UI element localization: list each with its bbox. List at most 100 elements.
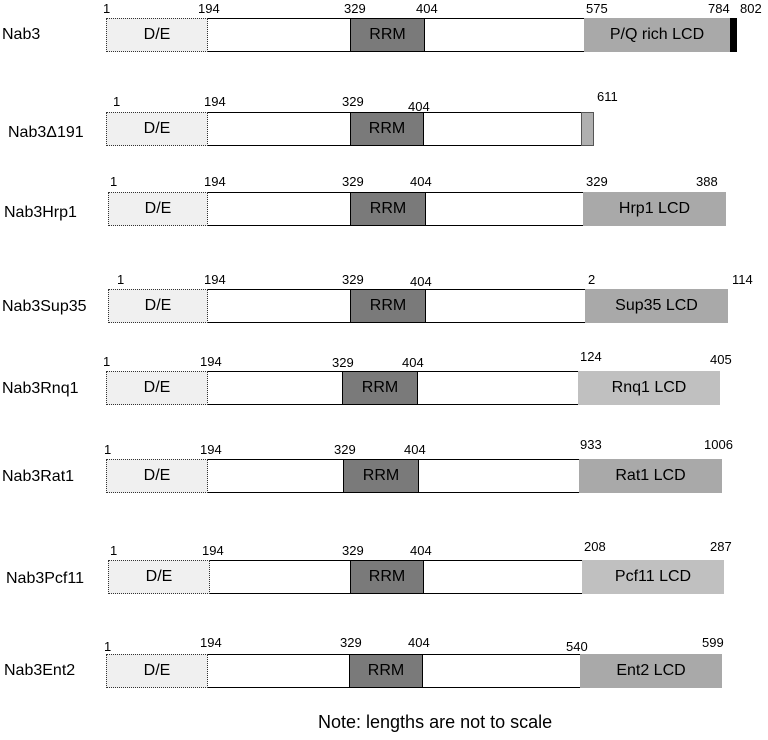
lcd-domain: Ent2 LCD — [580, 654, 722, 688]
position-number: 404 — [410, 274, 432, 289]
position-number: 194 — [204, 272, 226, 287]
de-domain: D/E — [106, 371, 208, 405]
rrm-label: RRM — [369, 26, 406, 43]
lcd-domain: Sup35 LCD — [585, 289, 728, 323]
construct-nab3ent2: Nab3Ent2 D/E RRM Ent2 LCD 1 194 329 404 … — [0, 628, 768, 708]
position-number: 1 — [103, 1, 111, 16]
de-domain: D/E — [106, 459, 208, 493]
construct-name: Nab3Hrp1 — [4, 204, 77, 221]
construct-nab3rat1: Nab3Rat1 D/E RRM Rat1 LCD 1 194 329 404 … — [0, 438, 768, 518]
lcd-remnant — [581, 112, 594, 146]
de-label: D/E — [143, 379, 171, 396]
position-number: 1 — [110, 543, 118, 558]
position-number: 802 — [740, 1, 762, 16]
rrm-label: RRM — [368, 120, 406, 137]
de-label: D/E — [145, 568, 173, 585]
rrm-domain: RRM — [350, 112, 424, 146]
rrm-domain: RRM — [350, 18, 425, 52]
de-label: D/E — [143, 467, 171, 484]
position-number: 784 — [708, 1, 730, 16]
position-number: 329 — [334, 442, 356, 457]
position-number: 2 — [588, 272, 596, 287]
de-domain: D/E — [108, 289, 208, 323]
construct-name: Nab3Rat1 — [2, 468, 75, 485]
rrm-domain: RRM — [343, 459, 419, 493]
position-number: 329 — [340, 635, 362, 650]
construct-nab3rnq1: Nab3Rnq1 D/E RRM Rnq1 LCD 1 194 329 404 … — [0, 350, 768, 430]
lcd-label: Hrp1 LCD — [618, 200, 691, 217]
position-number: 208 — [584, 539, 606, 554]
lcd-domain: Rat1 LCD — [579, 459, 722, 493]
position-number: 404 — [408, 635, 430, 650]
position-number: 329 — [342, 94, 364, 109]
position-number: 404 — [404, 442, 426, 457]
rrm-label: RRM — [367, 662, 405, 679]
position-number: 1 — [104, 442, 112, 457]
construct-nab3hrp1: Nab3Hrp1 D/E RRM Hrp1 LCD 1 194 329 404 … — [0, 170, 768, 250]
position-number: 194 — [202, 543, 224, 558]
position-number: 1 — [117, 272, 125, 287]
position-number: 194 — [204, 174, 226, 189]
rrm-label: RRM — [362, 467, 400, 484]
position-number: 329 — [344, 1, 366, 16]
position-number: 329 — [342, 543, 364, 558]
scale-note: Note: lengths are not to scale — [318, 712, 553, 732]
de-domain: D/E — [106, 654, 208, 688]
de-domain: D/E — [108, 192, 208, 226]
construct-name: Nab3Pcf11 — [6, 570, 84, 587]
terminal-segment — [730, 18, 737, 52]
rrm-domain: RRM — [349, 654, 423, 688]
lcd-label: Rat1 LCD — [615, 467, 686, 484]
lcd-label: Rnq1 LCD — [611, 379, 687, 396]
construct-nab3-delta191: Nab3Δ191 D/E RRM 1 194 329 404 611 — [0, 90, 768, 170]
construct-name: Nab3Ent2 — [4, 662, 76, 679]
de-label: D/E — [144, 200, 172, 217]
position-number: 404 — [416, 1, 438, 16]
construct-name: Nab3Rnq1 — [2, 380, 79, 397]
position-number: 404 — [410, 174, 432, 189]
rrm-label: RRM — [368, 568, 406, 585]
lcd-label: Sup35 LCD — [615, 297, 698, 314]
position-number: 194 — [200, 635, 222, 650]
position-number: 404 — [408, 99, 430, 114]
position-number: 194 — [200, 442, 222, 457]
position-number: 405 — [710, 352, 732, 367]
position-number: 329 — [586, 174, 608, 189]
de-domain: D/E — [106, 18, 208, 52]
position-number: 329 — [332, 355, 354, 370]
position-number: 575 — [586, 1, 608, 16]
rrm-label: RRM — [369, 200, 407, 217]
position-number: 599 — [702, 635, 724, 650]
position-number: 933 — [580, 437, 602, 452]
position-number: 540 — [566, 639, 588, 654]
position-number: 404 — [402, 355, 424, 370]
position-number: 611 — [597, 89, 618, 104]
lcd-domain: P/Q rich LCD — [584, 18, 730, 52]
position-number: 329 — [342, 272, 364, 287]
lcd-label: P/Q rich LCD — [609, 26, 705, 43]
rrm-domain: RRM — [350, 192, 426, 226]
rrm-label: RRM — [361, 379, 399, 396]
construct-name: Nab3 — [2, 26, 41, 43]
position-number: 194 — [200, 354, 222, 369]
position-number: 1006 — [704, 437, 733, 452]
de-label: D/E — [143, 662, 171, 679]
de-label: D/E — [144, 297, 172, 314]
position-number: 1 — [110, 174, 118, 189]
construct-nab3sup35: Nab3Sup35 D/E RRM Sup35 LCD 1 194 329 40… — [0, 270, 768, 350]
de-label: D/E — [143, 120, 171, 137]
construct-nab3pcf11: Nab3Pcf11 D/E RRM Pcf11 LCD 1 194 329 40… — [0, 538, 768, 618]
position-number: 124 — [580, 349, 602, 364]
construct-nab3: Nab3 D/E RRM P/Q rich LCD 1 194 329 404 … — [0, 0, 768, 80]
rrm-domain: RRM — [342, 371, 418, 405]
lcd-domain: Rnq1 LCD — [578, 371, 720, 405]
de-domain: D/E — [106, 112, 208, 146]
lcd-domain: Pcf11 LCD — [582, 560, 724, 594]
position-number: 114 — [732, 272, 753, 287]
lcd-label: Ent2 LCD — [616, 662, 686, 679]
rrm-domain: RRM — [350, 289, 426, 323]
position-number: 329 — [342, 174, 364, 189]
de-label: D/E — [143, 26, 171, 43]
position-number: 1 — [103, 354, 111, 369]
lcd-domain: Hrp1 LCD — [583, 192, 726, 226]
